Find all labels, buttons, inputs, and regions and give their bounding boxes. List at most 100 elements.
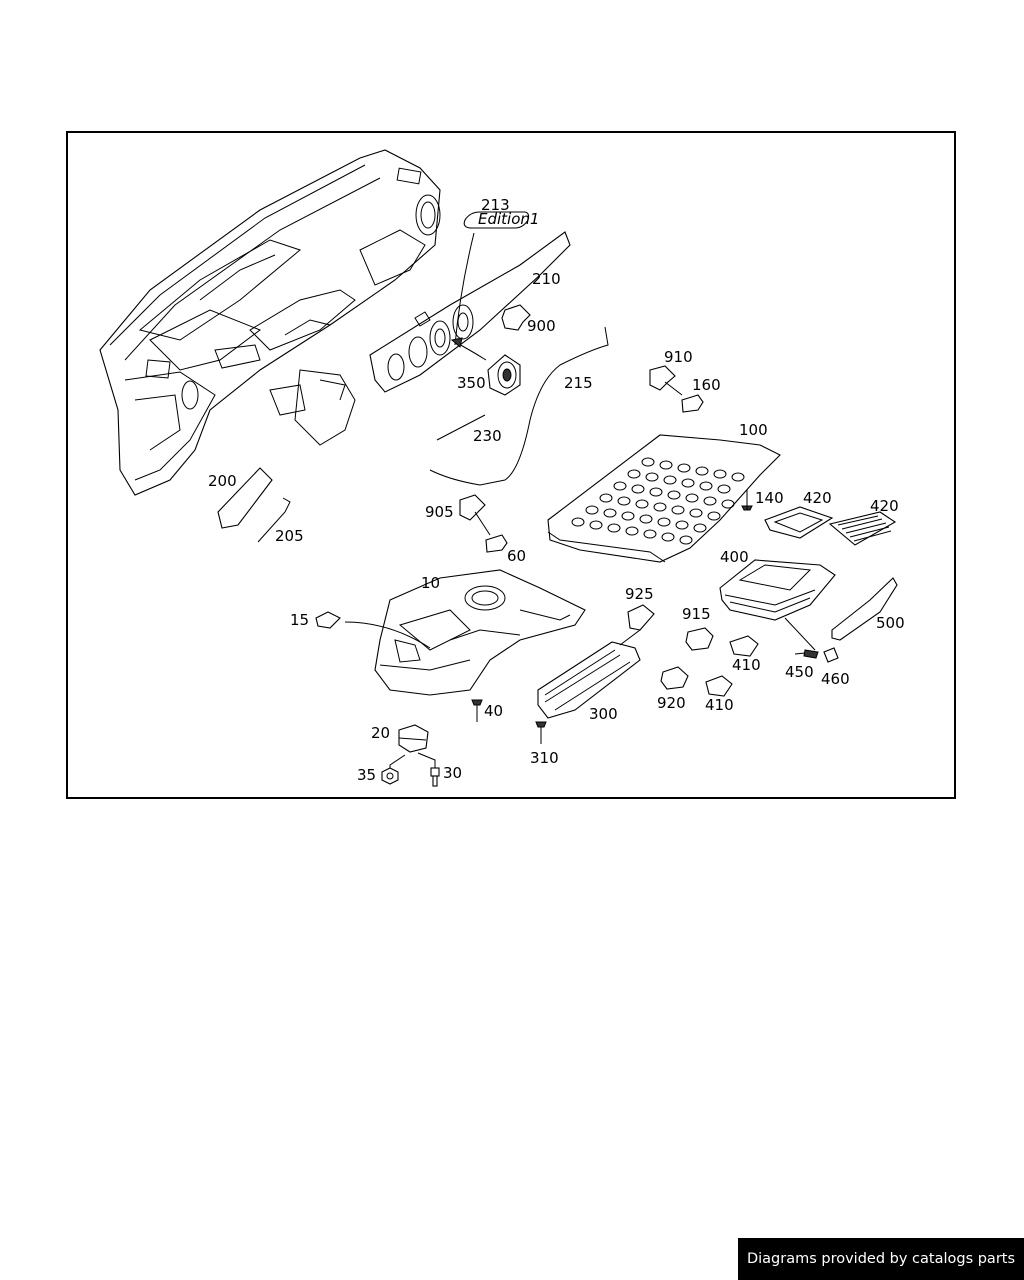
clip-15 bbox=[315, 611, 341, 629]
callout-205: 205 bbox=[275, 527, 304, 545]
panel-hole bbox=[699, 481, 713, 491]
label-sheet-925 bbox=[627, 604, 655, 631]
panel-hole bbox=[643, 529, 657, 539]
rod-230 bbox=[436, 414, 486, 441]
label-sheet-920 bbox=[660, 666, 689, 690]
callout-420-right: 420 bbox=[870, 497, 899, 515]
callout-410-upper: 410 bbox=[732, 656, 761, 674]
panel-hole bbox=[731, 472, 745, 482]
nut-35 bbox=[381, 767, 399, 785]
panel-100 bbox=[547, 434, 781, 563]
callout-905: 905 bbox=[425, 503, 454, 521]
screw-140 bbox=[741, 490, 753, 511]
panel-hole bbox=[641, 457, 655, 467]
panel-hole bbox=[675, 520, 689, 530]
panel-hole bbox=[713, 469, 727, 479]
callout-230: 230 bbox=[473, 427, 502, 445]
trim-piece-200 bbox=[217, 467, 273, 529]
speaker-350 bbox=[450, 337, 521, 396]
callout-310: 310 bbox=[530, 749, 559, 767]
callout-213: 213 bbox=[481, 196, 510, 214]
callout-900: 900 bbox=[527, 317, 556, 335]
panel-hole bbox=[617, 496, 631, 506]
callout-500: 500 bbox=[876, 614, 905, 632]
label-sheet-915 bbox=[685, 627, 714, 651]
label-sheet-910 bbox=[649, 365, 676, 391]
panel-hole bbox=[679, 535, 693, 545]
label-sheet-900 bbox=[501, 304, 531, 331]
bolt-30 bbox=[430, 767, 440, 787]
callout-210: 210 bbox=[532, 270, 561, 288]
callout-labels: 213 210 900 350 215 910 160 100 230 140 … bbox=[208, 196, 905, 784]
panel-hole bbox=[603, 508, 617, 518]
panel-hole bbox=[649, 487, 663, 497]
module-400 bbox=[719, 559, 836, 621]
panel-hole bbox=[627, 469, 641, 479]
carrier-10 bbox=[374, 569, 586, 696]
bracket-20 bbox=[398, 724, 429, 753]
callout-350: 350 bbox=[457, 374, 486, 392]
callout-40: 40 bbox=[484, 702, 503, 720]
strip-205 bbox=[257, 497, 291, 543]
panel-hole bbox=[671, 505, 685, 515]
panel-hole bbox=[695, 466, 709, 476]
callout-915: 915 bbox=[682, 605, 711, 623]
diagram-frame bbox=[66, 131, 956, 799]
panel-hole bbox=[585, 505, 599, 515]
callout-300: 300 bbox=[589, 705, 618, 723]
switch-160 bbox=[681, 394, 704, 413]
grille-420-right bbox=[828, 511, 897, 546]
callout-15: 15 bbox=[290, 611, 309, 629]
screw-40 bbox=[471, 699, 483, 722]
callout-460: 460 bbox=[821, 670, 850, 688]
cable-215 bbox=[429, 326, 609, 486]
panel-hole bbox=[703, 496, 717, 506]
callout-30: 30 bbox=[443, 764, 462, 782]
panel-hole bbox=[693, 523, 707, 533]
callout-60: 60 bbox=[507, 547, 526, 565]
callout-35: 35 bbox=[357, 766, 376, 784]
callout-10: 10 bbox=[421, 574, 440, 592]
panel-hole bbox=[589, 520, 603, 530]
callout-215: 215 bbox=[564, 374, 593, 392]
panel-hole bbox=[667, 490, 681, 500]
callout-140: 140 bbox=[755, 489, 784, 507]
panel-hole bbox=[721, 499, 735, 509]
footer-credit: Diagrams provided by catalogs parts bbox=[738, 1238, 1024, 1280]
callout-20: 20 bbox=[371, 724, 390, 742]
panel-hole bbox=[631, 484, 645, 494]
callout-450: 450 bbox=[785, 663, 814, 681]
panel-hole bbox=[645, 472, 659, 482]
panel-hole bbox=[571, 517, 585, 527]
panel-hole bbox=[681, 478, 695, 488]
callout-100: 100 bbox=[739, 421, 768, 439]
callout-920: 920 bbox=[657, 694, 686, 712]
trim-strip-500 bbox=[831, 577, 898, 641]
panel-hole bbox=[689, 508, 703, 518]
callout-910: 910 bbox=[664, 348, 693, 366]
panel-hole bbox=[639, 514, 653, 524]
callout-200: 200 bbox=[208, 472, 237, 490]
head-unit-300 bbox=[537, 641, 641, 719]
switch-410-upper bbox=[729, 635, 759, 657]
panel-hole bbox=[657, 517, 671, 527]
panel-hole bbox=[659, 460, 673, 470]
callout-410-lower: 410 bbox=[705, 696, 734, 714]
panel-hole bbox=[663, 475, 677, 485]
badge-text: Edition1 bbox=[478, 210, 539, 228]
switch-410-lower bbox=[705, 675, 733, 697]
clip-460 bbox=[823, 647, 839, 663]
panel-hole bbox=[613, 481, 627, 491]
panel-hole bbox=[635, 499, 649, 509]
panel-hole bbox=[653, 502, 667, 512]
panel-hole bbox=[707, 511, 721, 521]
panel-hole bbox=[599, 493, 613, 503]
callout-400: 400 bbox=[720, 548, 749, 566]
callout-925: 925 bbox=[625, 585, 654, 603]
panel-hole bbox=[621, 511, 635, 521]
screw-450 bbox=[794, 649, 819, 659]
panel-hole bbox=[625, 526, 639, 536]
panel-hole bbox=[685, 493, 699, 503]
callout-160: 160 bbox=[692, 376, 721, 394]
